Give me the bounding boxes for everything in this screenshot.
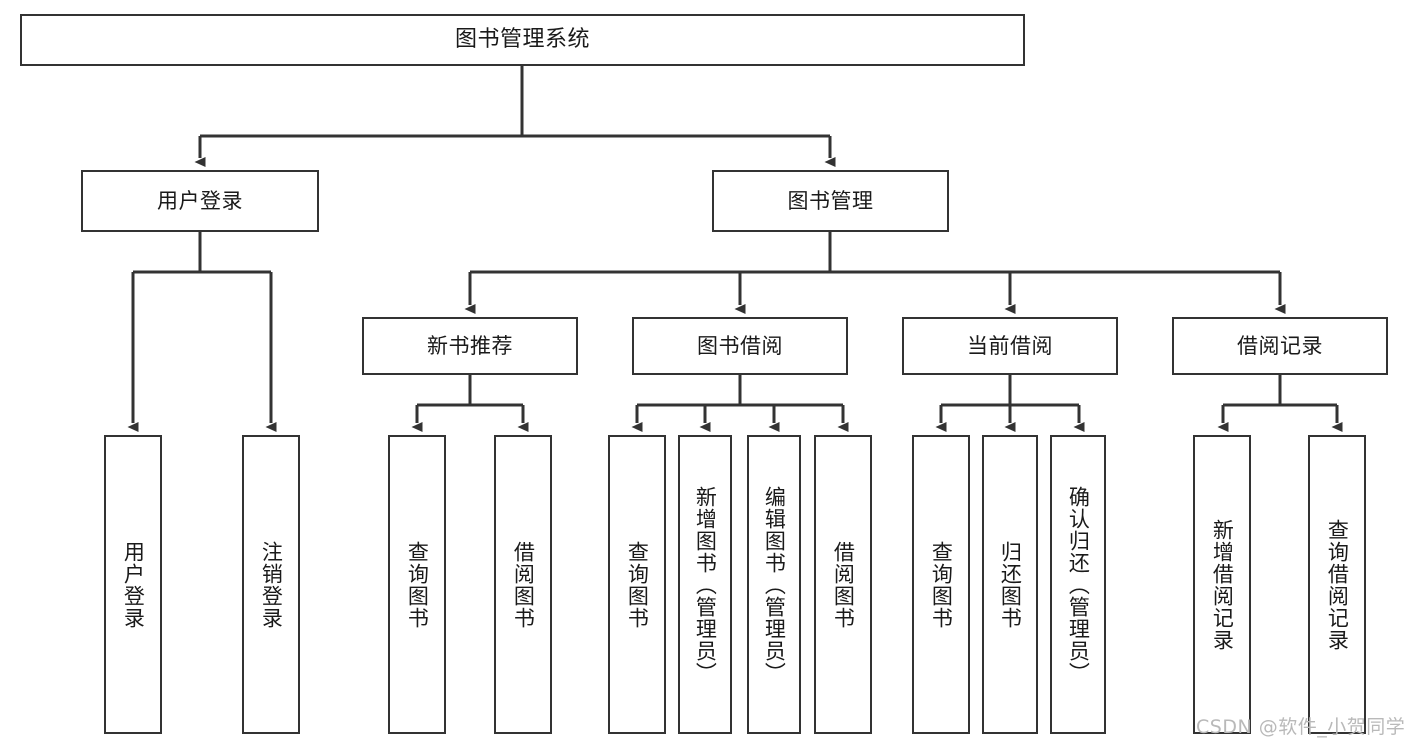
leaf-add-book-admin[interactable]: 新增图书（管理员） — [678, 435, 732, 734]
node-book-borrow[interactable]: 图书借阅 — [632, 317, 848, 375]
node-label: 编辑图书（管理员） — [762, 485, 787, 684]
node-label: 借阅图书 — [511, 540, 536, 629]
node-new-book-recommend[interactable]: 新书推荐 — [362, 317, 578, 375]
node-label: 当前借阅 — [967, 333, 1053, 358]
node-label: 图书借阅 — [697, 333, 783, 358]
node-label: 查询图书 — [405, 540, 430, 629]
node-book-management[interactable]: 图书管理 — [712, 170, 949, 232]
node-current-borrow[interactable]: 当前借阅 — [902, 317, 1118, 375]
leaf-borrow-book-recommend[interactable]: 借阅图书 — [494, 435, 552, 734]
leaf-return-book[interactable]: 归还图书 — [982, 435, 1038, 734]
leaf-borrow-book[interactable]: 借阅图书 — [814, 435, 872, 734]
node-label: 查询图书 — [625, 540, 650, 629]
node-borrow-record[interactable]: 借阅记录 — [1172, 317, 1388, 375]
node-label: 查询借阅记录 — [1325, 518, 1350, 651]
node-label: 确认归还（管理员） — [1066, 485, 1091, 684]
leaf-query-book-recommend[interactable]: 查询图书 — [388, 435, 446, 734]
leaf-logout[interactable]: 注销登录 — [242, 435, 300, 734]
node-label: 图书管理系统 — [454, 27, 590, 53]
leaf-query-book-borrow[interactable]: 查询图书 — [608, 435, 666, 734]
node-root-book-management-system[interactable]: 图书管理系统 — [20, 14, 1025, 66]
watermark-text: CSDN @软件_小贺同学 — [1196, 716, 1405, 738]
node-label: 查询图书 — [929, 540, 954, 629]
node-user-login[interactable]: 用户登录 — [81, 170, 319, 232]
node-label: 归还图书 — [998, 540, 1023, 629]
node-label: 新增图书（管理员） — [693, 485, 718, 684]
leaf-edit-book-admin[interactable]: 编辑图书（管理员） — [747, 435, 801, 734]
leaf-user-login[interactable]: 用户登录 — [104, 435, 162, 734]
leaf-confirm-return-admin[interactable]: 确认归还（管理员） — [1050, 435, 1106, 734]
node-label: 注销登录 — [259, 540, 284, 629]
node-label: 用户登录 — [157, 188, 243, 213]
leaf-query-book-current[interactable]: 查询图书 — [912, 435, 970, 734]
node-label: 新书推荐 — [427, 333, 513, 358]
leaf-query-borrow-record[interactable]: 查询借阅记录 — [1308, 435, 1366, 734]
leaf-add-borrow-record[interactable]: 新增借阅记录 — [1193, 435, 1251, 734]
node-label: 图书管理 — [787, 188, 874, 213]
node-label: 借阅记录 — [1237, 333, 1323, 358]
node-label: 借阅图书 — [831, 540, 856, 629]
node-label: 用户登录 — [121, 540, 146, 629]
node-label: 新增借阅记录 — [1210, 518, 1235, 651]
